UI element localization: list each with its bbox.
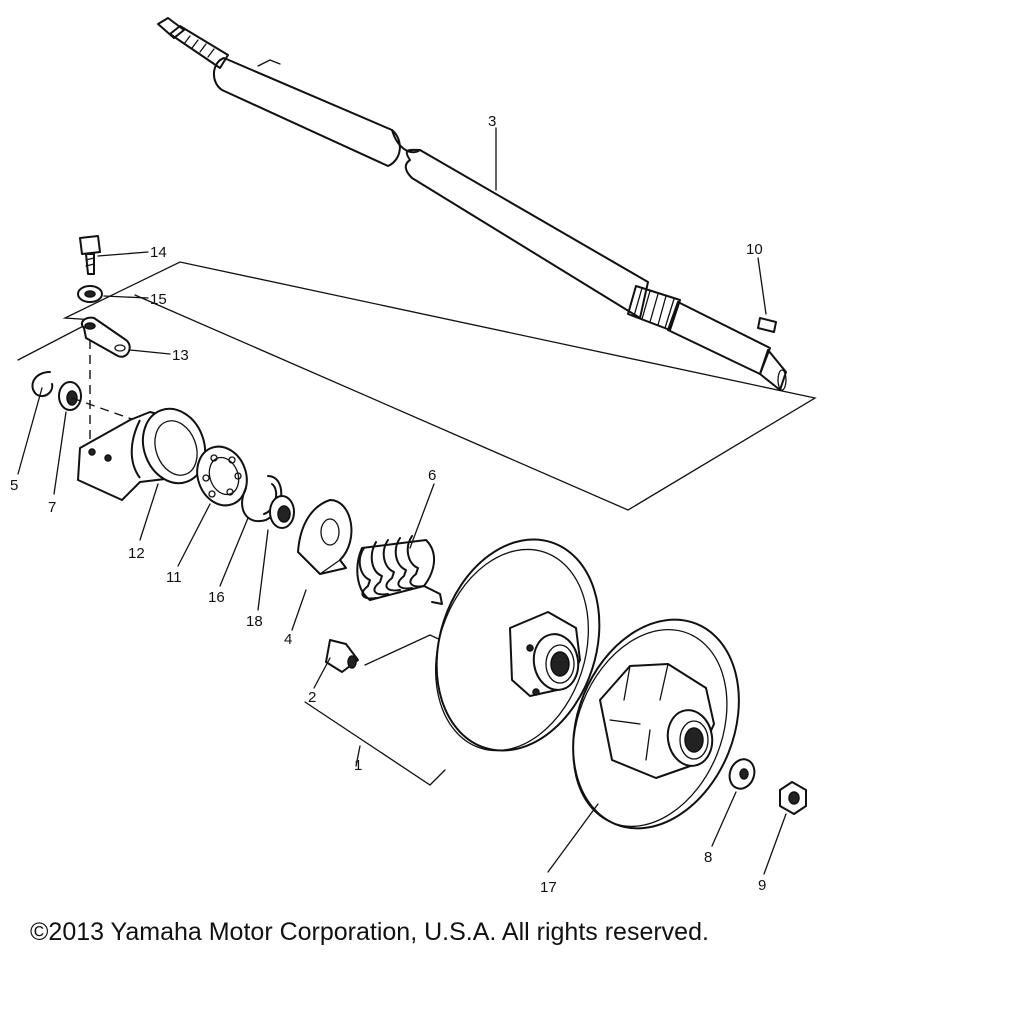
callout-16: 16 [208,589,225,606]
callout-labels: 3 10 14 15 13 5 7 12 11 16 18 4 6 2 1 17… [10,113,766,896]
callout-8: 8 [704,849,712,866]
fixed-sheave-part-1[interactable] [410,518,625,772]
pin-part-10[interactable] [757,317,777,333]
plate-part-13[interactable] [80,316,131,358]
lock-washer-part-15[interactable] [77,285,103,303]
ball-bearing-part-11[interactable] [189,440,255,513]
bearing-housing-part-12[interactable] [77,400,215,501]
washer-part-8[interactable] [726,756,759,792]
bolt-part-14[interactable] [79,235,101,275]
callout-4: 4 [284,631,292,648]
shaft-part-3[interactable] [157,17,787,391]
copyright-notice: ©2013 Yamaha Motor Corporation, U.S.A. A… [30,918,709,946]
callout-9: 9 [758,877,766,894]
movable-sheave-part-17[interactable] [543,595,769,854]
callout-5: 5 [10,477,18,494]
spring-seat-part-4[interactable] [297,499,353,575]
callout-10: 10 [746,241,763,258]
callout-2: 2 [308,689,316,706]
spacer-part-18[interactable] [269,495,295,529]
collar-part-7[interactable] [58,381,82,411]
assembly-bracket-pin [364,634,446,666]
callout-17: 17 [540,879,557,896]
assembly-bracket-lower [304,701,446,786]
circlip-part-5[interactable] [31,371,54,398]
callout-11: 11 [166,569,182,586]
callout-15: 15 [150,291,167,308]
callout-13: 13 [172,347,189,364]
exploded-parts-diagram: 3 10 14 15 13 5 7 12 11 16 18 4 6 2 1 17… [10,17,817,896]
nut-part-9[interactable] [779,781,807,815]
callout-7: 7 [48,499,56,516]
callout-14: 14 [150,244,167,261]
roller-part-2[interactable] [325,639,359,673]
callout-18: 18 [246,613,263,630]
callout-12: 12 [128,545,145,562]
callout-1: 1 [354,757,362,774]
leader-lines [17,127,787,875]
spring-part-6[interactable] [356,535,443,605]
callout-6: 6 [428,467,436,484]
callout-3: 3 [488,113,496,130]
